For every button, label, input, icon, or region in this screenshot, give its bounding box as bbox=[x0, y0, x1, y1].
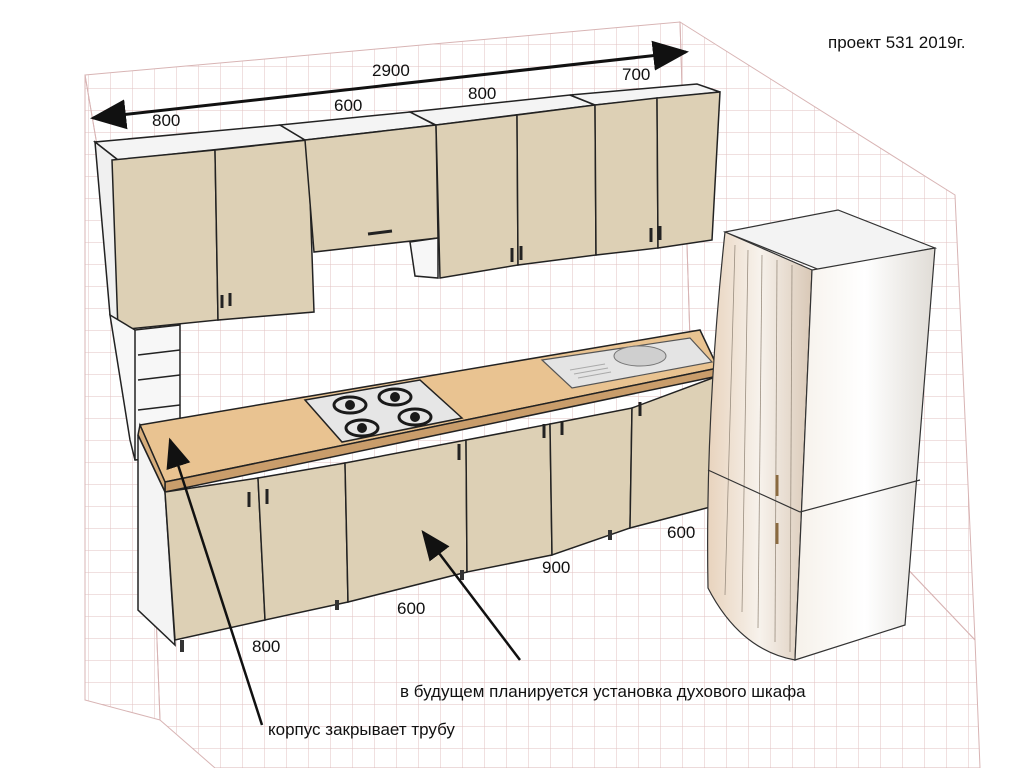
dim-lower-600: 600 bbox=[397, 599, 425, 618]
upper-cabinet-800r-front-right bbox=[516, 104, 597, 266]
dim-upper-700: 700 bbox=[622, 65, 650, 84]
gas-hob bbox=[303, 379, 464, 443]
upper-cabinet-700-front-right bbox=[656, 91, 721, 249]
oven-arrow bbox=[421, 530, 521, 661]
oven-note: в будущем планируется установка духового… bbox=[400, 682, 806, 701]
lower-cabinet-900-front-left bbox=[465, 423, 553, 573]
dim-upper-600: 600 bbox=[334, 96, 362, 115]
dim-2900: 2900 bbox=[372, 61, 410, 80]
dim-upper-800-left: 800 bbox=[152, 111, 180, 130]
pipe-arrow bbox=[166, 437, 264, 726]
dim-lower-900: 900 bbox=[542, 558, 570, 577]
sink bbox=[540, 337, 714, 389]
pipe-note: корпус закрывает трубу bbox=[268, 720, 455, 739]
fridge-front bbox=[794, 247, 936, 661]
lower-left-side bbox=[137, 434, 176, 647]
upper-cabinet-800-front-left bbox=[111, 149, 219, 331]
upper-cabinet-800-front-right bbox=[214, 139, 315, 321]
dimension-arrow-2900 bbox=[90, 40, 689, 130]
upper-cabinet-700-front-left bbox=[594, 97, 659, 256]
lower-cabinet-800-front-right bbox=[257, 462, 349, 621]
dim-upper-800-right: 800 bbox=[468, 84, 496, 103]
lower-cabinets bbox=[137, 374, 719, 652]
dim-lower-800: 800 bbox=[252, 637, 280, 656]
dim-fridge-600: 600 bbox=[667, 523, 695, 542]
project-label: проект 531 2019г. bbox=[828, 33, 965, 52]
upper-cabinet-800r-front-left bbox=[435, 114, 519, 279]
cabinet-legs bbox=[180, 530, 612, 652]
upper-cabinet-600-opening bbox=[409, 237, 439, 279]
fridge bbox=[707, 209, 938, 661]
